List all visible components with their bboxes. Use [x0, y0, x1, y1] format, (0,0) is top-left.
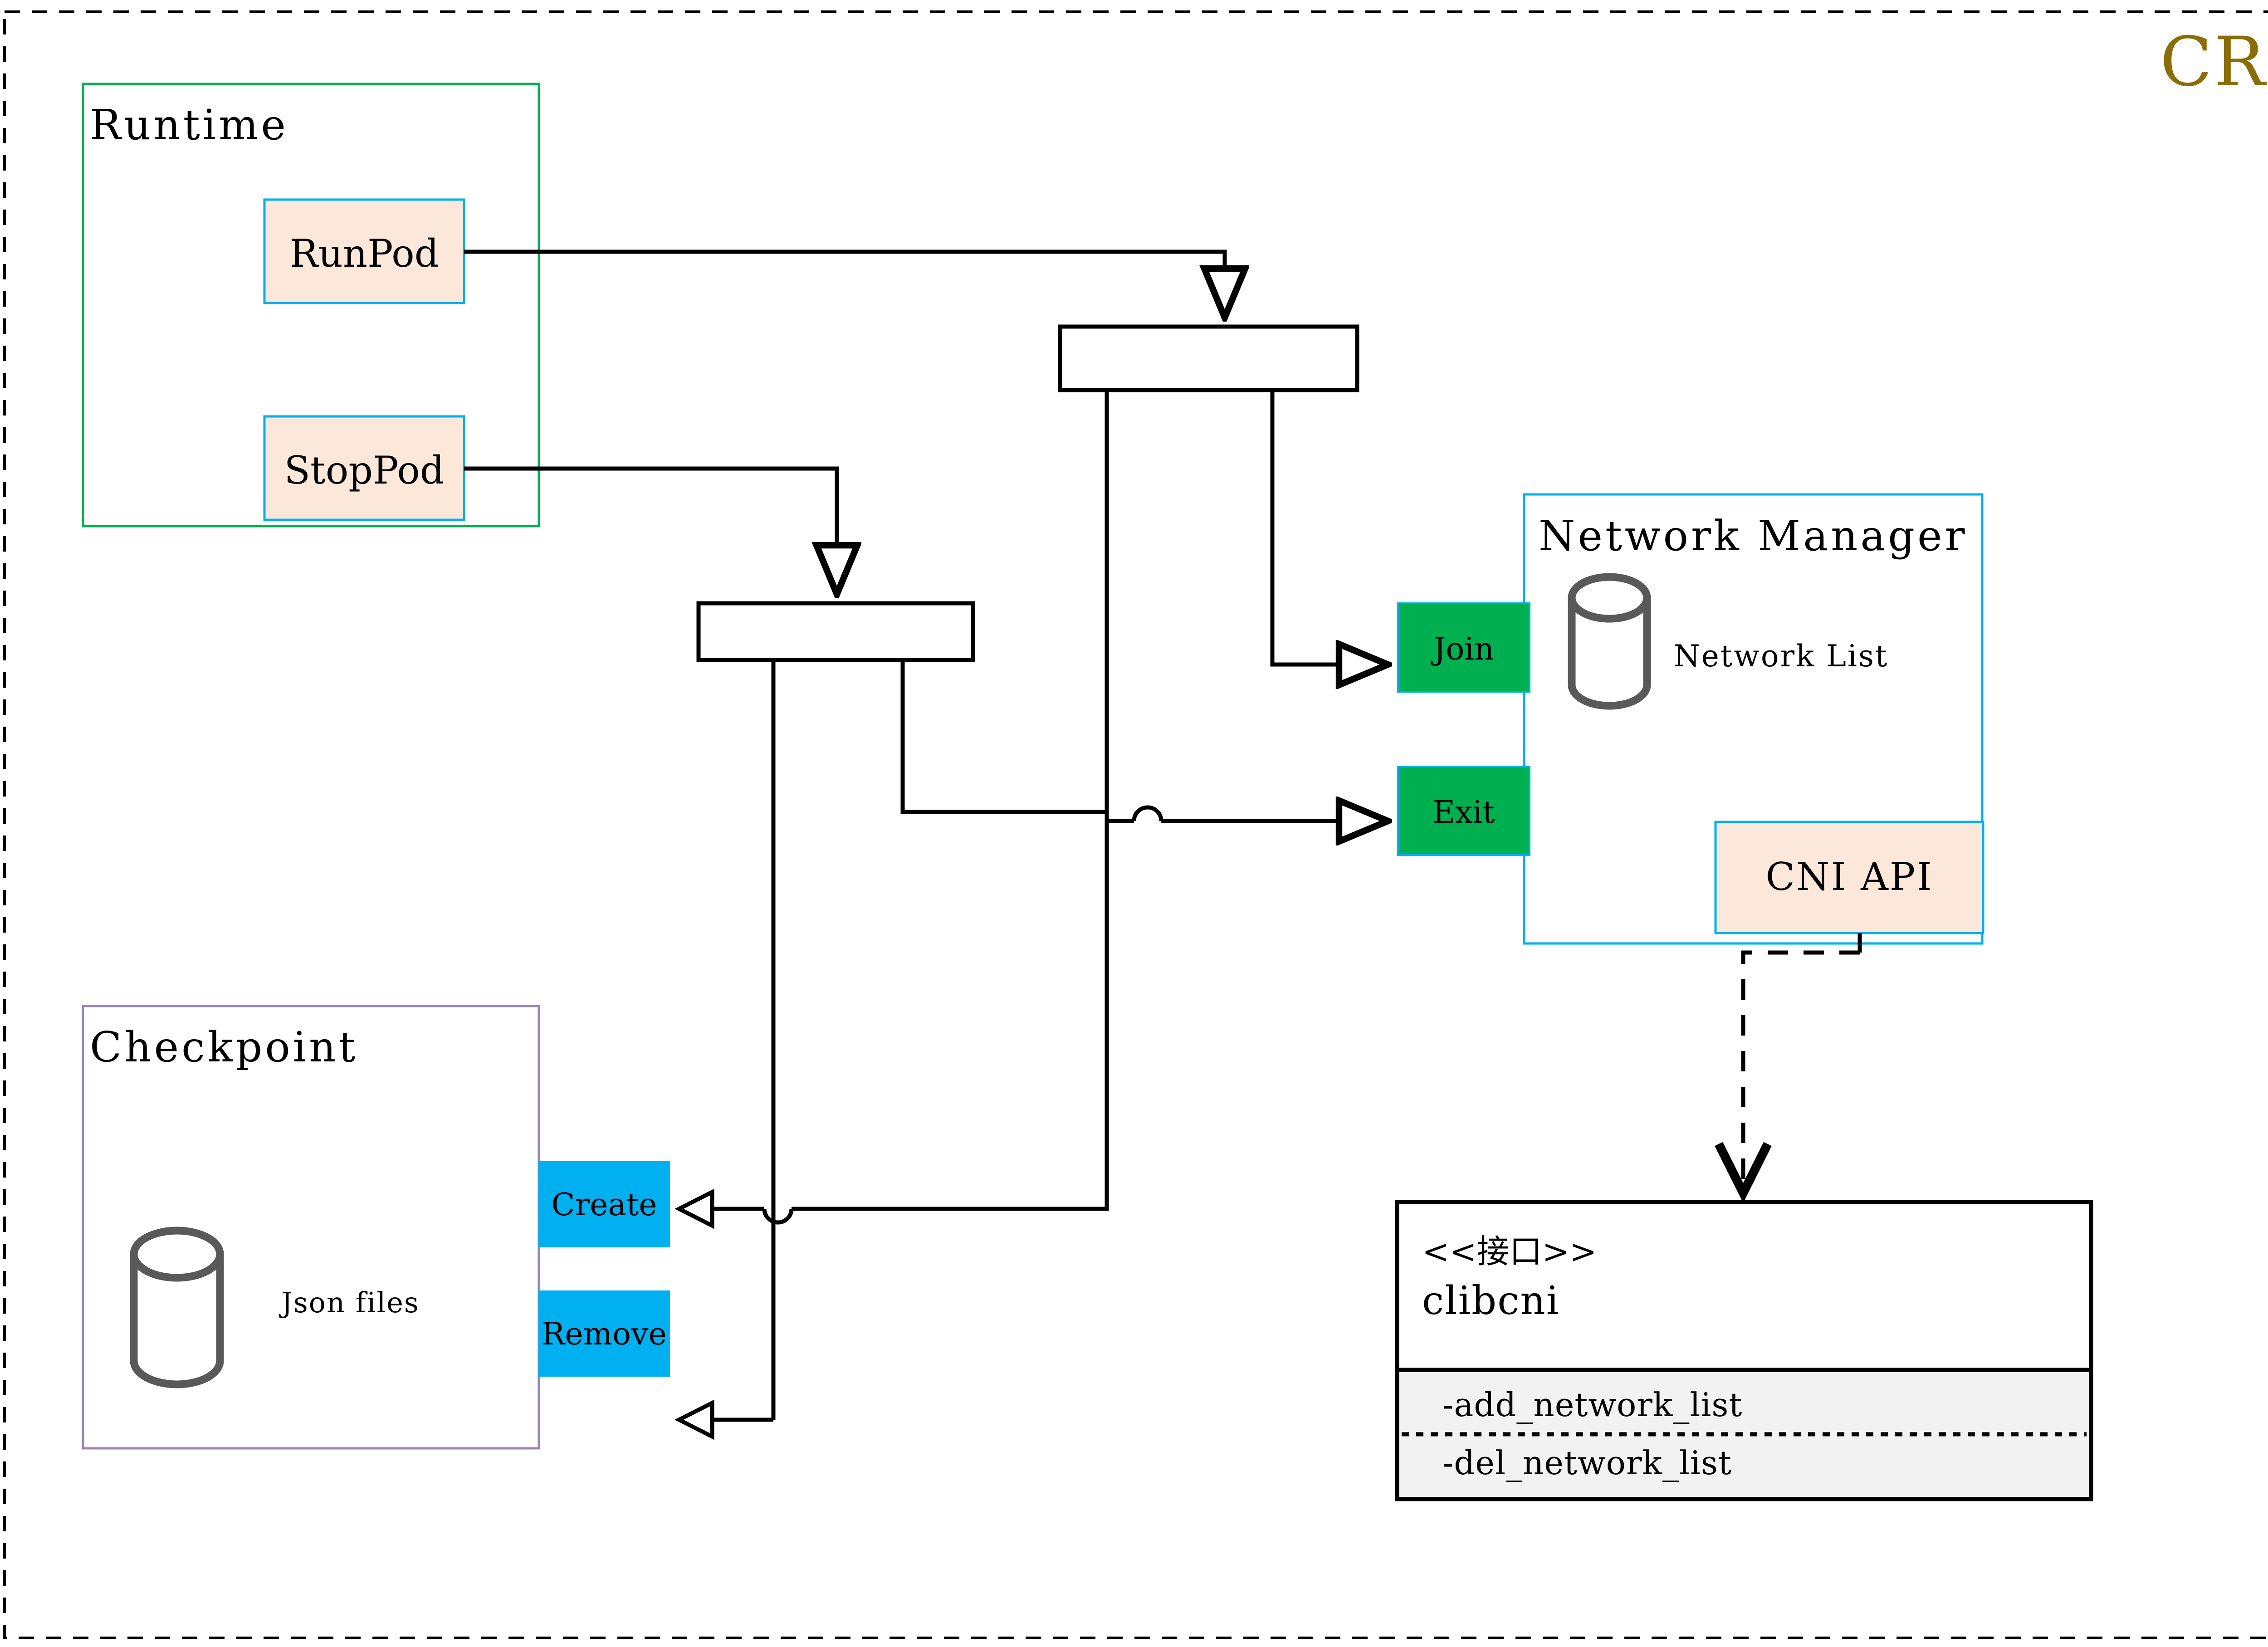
create-label[interactable]: Create — [551, 1187, 657, 1223]
join-label[interactable]: Join — [1433, 631, 1494, 667]
connector-junction-to-exit — [1105, 390, 1134, 823]
cni-api-label[interactable]: CNI API — [1765, 855, 1933, 899]
create-arrowhead — [675, 1188, 714, 1229]
connector-to-create-run — [792, 821, 1109, 1211]
clibcni-name: clibcni — [1422, 1278, 1560, 1324]
clibcni-method-del: -del_network_list — [1442, 1444, 1732, 1482]
outer-frame — [3, 10, 2268, 1639]
exit-box — [1397, 766, 1530, 856]
remove-label[interactable]: Remove — [542, 1316, 667, 1352]
remove-arrowhead — [675, 1399, 714, 1440]
connector-stoppod-to-junction — [464, 466, 837, 594]
json-files-cylinder-icon — [130, 1227, 224, 1388]
stoppod-label[interactable]: StopPod — [284, 448, 445, 493]
network-list-label: Network List — [1674, 639, 1889, 674]
exit-label[interactable]: Exit — [1432, 795, 1495, 831]
connector-hop-create — [762, 1208, 794, 1225]
connector-hop-exit — [1132, 805, 1163, 821]
network-list-cylinder-icon — [1568, 573, 1651, 710]
clibcni-stereotype: <<接口>> — [1422, 1232, 1597, 1271]
stoppod-junction-bar — [696, 601, 975, 662]
checkpoint-label: Checkpoint — [90, 1023, 358, 1071]
network-manager-label: Network Manager — [1539, 512, 1968, 560]
create-box — [538, 1161, 670, 1247]
clibcni-methods — [1395, 1368, 2093, 1501]
clibcni-header — [1395, 1200, 2093, 1372]
connector-junction-right-leg — [900, 660, 1107, 814]
stoppod-box — [263, 415, 465, 521]
runtime-container — [82, 83, 540, 528]
runpod-label[interactable]: RunPod — [289, 231, 439, 276]
diagram-title: CRI — [2160, 23, 2268, 102]
join-box — [1397, 602, 1530, 693]
remove-box — [538, 1290, 670, 1377]
clibcni-method-add: -add_network_list — [1442, 1386, 1743, 1424]
cni-api-box — [1714, 821, 1984, 934]
runpod-junction-bar — [1058, 324, 1359, 392]
json-files-label: Json files — [281, 1286, 420, 1319]
connector-junction-to-join — [1270, 390, 1388, 665]
connector-runpod-to-junction — [464, 249, 1225, 318]
network-manager-container — [1523, 493, 1984, 945]
connector-cni-api-to-clibcni-dashed — [1715, 950, 1860, 1203]
runtime-label: Runtime — [90, 101, 288, 149]
